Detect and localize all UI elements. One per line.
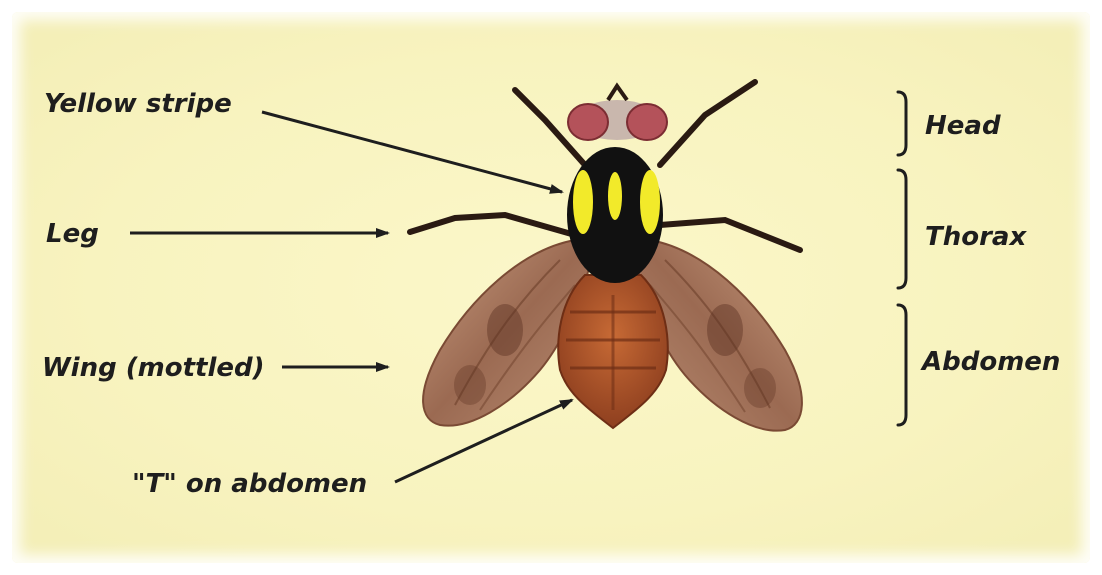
label-wing: Wing (mottled) (42, 353, 265, 383)
antennae (608, 86, 627, 100)
stripe-right (640, 170, 660, 234)
left-eye (568, 104, 608, 140)
stripe-left (573, 170, 593, 234)
label-leg: Leg (46, 219, 99, 249)
front-right-leg (660, 82, 755, 165)
label-thorax: Thorax (925, 222, 1027, 252)
label-abdomen: Abdomen (920, 347, 1060, 377)
arrow-yellow-stripe (262, 112, 562, 192)
mid-right-leg (660, 220, 800, 250)
label-head: Head (925, 111, 1001, 141)
label-t-on-abdomen: "T" on abdomen (132, 469, 367, 499)
mid-left-leg (410, 215, 575, 235)
bracket-abdomen (898, 305, 906, 425)
bracket-head (898, 92, 906, 155)
label-yellow-stripe: Yellow stripe (44, 89, 232, 119)
stripe-center (608, 172, 622, 220)
right-eye (627, 104, 667, 140)
bracket-thorax (898, 170, 906, 288)
fly-illustration (410, 82, 802, 431)
region-brackets (898, 92, 906, 425)
